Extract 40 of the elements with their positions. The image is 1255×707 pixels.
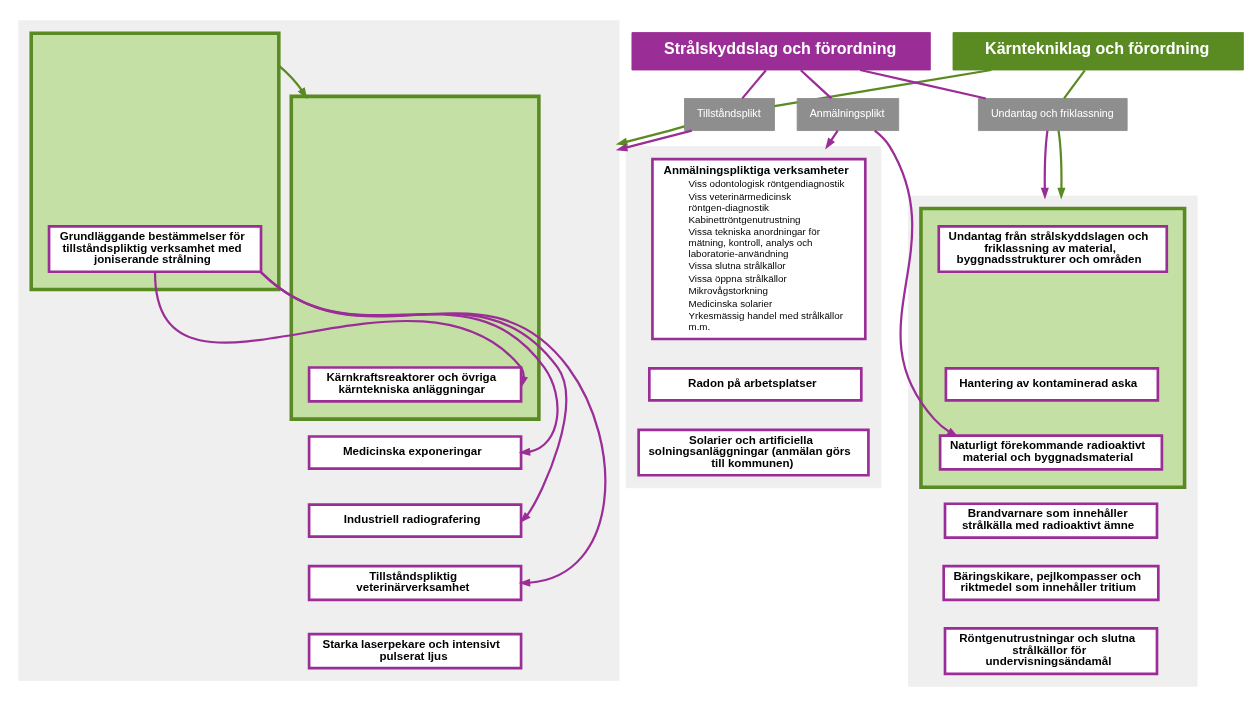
cluster — [289, 94, 541, 421]
connector — [774, 68, 992, 108]
node-box: Röntgenutrustningar och slutna strålkällor för undervisningsändamål — [943, 627, 1159, 676]
arrow — [153, 272, 529, 388]
node-box: Kärntekniklag och förordning — [952, 32, 1244, 71]
node-box: Radon på arbetsplatser — [648, 367, 863, 402]
cluster — [919, 206, 1187, 490]
node-box: Anmälningsplikt — [796, 98, 900, 131]
node-box: Solarier och artificiella solningsanläggningar (anmälan görs till kommunen) — [637, 428, 870, 477]
cluster — [29, 31, 281, 292]
node-box: Hantering av kontaminerad aska — [944, 367, 1160, 402]
node-box: Medicinska exponeringar — [307, 435, 523, 470]
connector — [800, 69, 833, 100]
node-box: Anmälningspliktiga verksamheter Viss odontologisk röntgendiagnostik Viss veterinärmedicinsk röntgen-diagnostik Kabinettröntgenutrustning Vissa tekniska anordningar för mätning, kontroll, analys och laboratorie-användning Vissa slutna strålkällor Vissa öppna strålkällor Mikrovågstorkning Medicinska solarier Yrkesmässig handel med strålkällor m.m. — [651, 157, 867, 341]
arrow — [615, 125, 685, 146]
cluster — [625, 146, 882, 489]
arrow — [278, 64, 308, 100]
node-box: Undantag och friklassning — [977, 98, 1128, 131]
node-box: Bäringskikare, pejlkompasser och riktmedel som innehåller tritium — [942, 564, 1160, 602]
connector — [741, 69, 767, 100]
node-box: Strålskyddslag och förordning — [631, 32, 931, 71]
node-box: Industriell radiografering — [307, 503, 523, 539]
node-box: Kärnkraftsreaktorer och övriga kärntekniska anläggningar — [307, 366, 523, 403]
connector — [859, 68, 987, 100]
cluster — [18, 20, 620, 681]
node-box: Starka laserpekare och intensivt pulserat ljus — [307, 632, 523, 670]
arrow — [260, 271, 607, 587]
node-box: Tillståndspliktig veterinärverksamhet — [307, 564, 523, 602]
arrow — [874, 129, 959, 438]
node-box: Brandvarnare som innehåller strålkälla med radioaktivt ämne — [943, 502, 1159, 539]
cluster — [908, 195, 1198, 687]
connector — [1063, 69, 1086, 99]
arrow — [825, 130, 839, 150]
node-box: Undantag från strålskyddslagen och friklassning av material, byggnadsstrukturer och områden — [937, 224, 1169, 274]
arrow — [615, 129, 692, 152]
node-box: Naturligt förekommande radioaktivt material och byggnadsmaterial — [938, 434, 1164, 471]
node-box: Grundläggande bestämmelser för tillståndspliktig verksamhet med joniserande strålning — [47, 224, 263, 274]
node-box: Tillståndsplikt — [684, 98, 775, 131]
arrow — [1057, 130, 1066, 200]
arrow — [1040, 130, 1049, 200]
